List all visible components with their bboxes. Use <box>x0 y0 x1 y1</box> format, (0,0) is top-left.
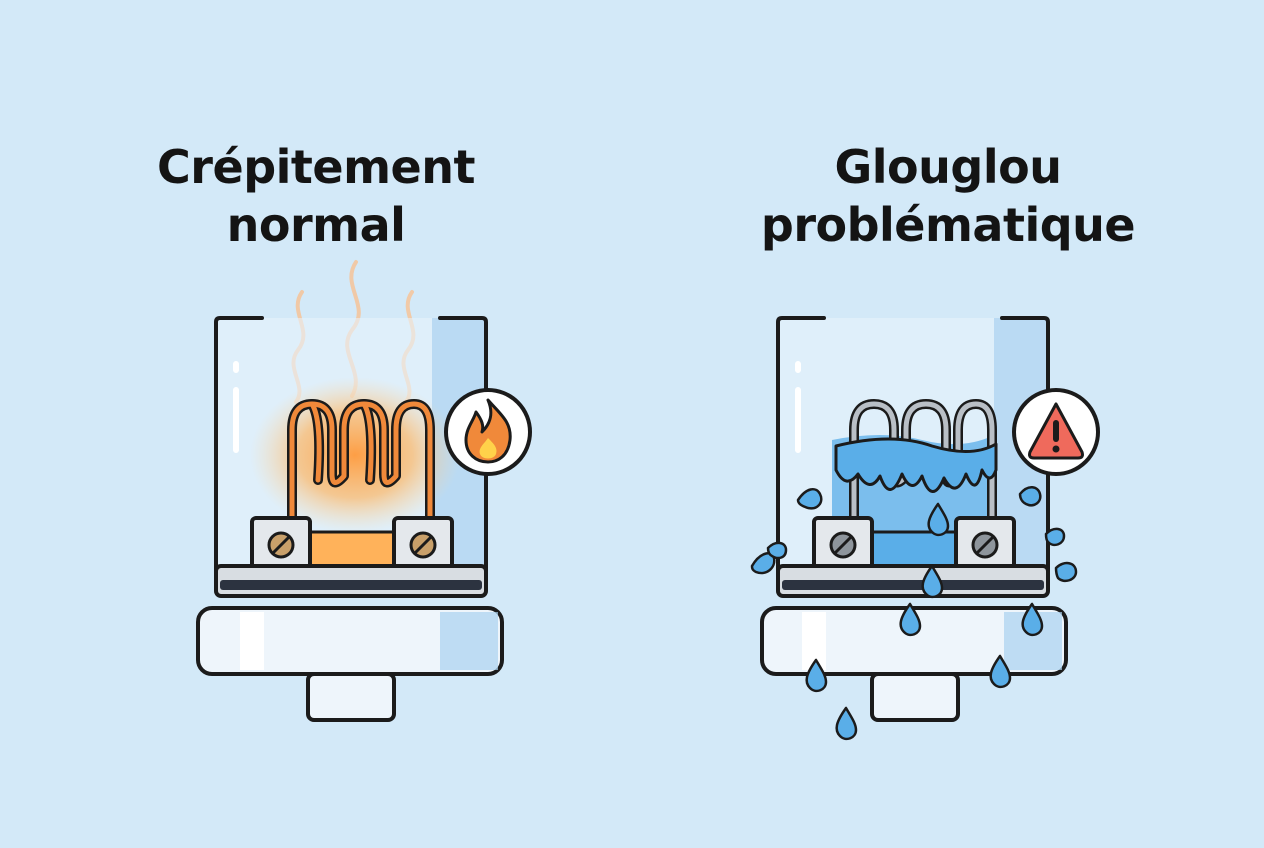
flame-badge <box>444 388 532 476</box>
post-left <box>812 516 874 570</box>
droplet <box>1054 561 1078 583</box>
heat-glow <box>250 377 460 533</box>
warning-badge <box>1012 388 1100 476</box>
build-deck <box>214 516 488 598</box>
warning-icon <box>1028 402 1084 460</box>
atomizer-flooded-illustration <box>750 316 1100 741</box>
droplet <box>1018 486 1042 507</box>
title-line-2: problématique <box>760 198 1136 252</box>
droplet <box>766 541 788 560</box>
build-deck <box>776 516 1050 598</box>
flame-icon <box>464 398 512 464</box>
heating-coil-icon <box>287 399 435 525</box>
liquid-drips <box>834 437 998 493</box>
post-left <box>250 516 312 570</box>
panel-problem: Glouglou problématique <box>632 0 1264 848</box>
panel-normal: Crépitement normal <box>0 138 632 722</box>
post-right <box>954 516 1016 570</box>
title-line-1: Crépitement <box>157 140 475 194</box>
droplet <box>1021 602 1044 637</box>
droplet <box>1044 527 1066 547</box>
title-line-1: Glouglou <box>834 140 1062 194</box>
atomizer-base <box>196 606 504 722</box>
droplet <box>805 658 828 693</box>
droplet <box>921 564 944 599</box>
heating-coil-icon <box>849 399 997 525</box>
panel-title-normal: Crépitement normal <box>0 138 632 254</box>
post-right <box>392 516 454 570</box>
droplet <box>989 654 1012 689</box>
title-line-2: normal <box>226 198 406 252</box>
droplet <box>835 706 858 741</box>
panel-title-problem: Glouglou problématique <box>632 138 1264 254</box>
droplet <box>899 602 922 637</box>
droplet <box>750 552 776 575</box>
atomizer-normal-illustration <box>196 260 532 722</box>
droplet <box>796 487 823 510</box>
droplet <box>927 502 950 537</box>
leak-droplets <box>750 486 1078 741</box>
